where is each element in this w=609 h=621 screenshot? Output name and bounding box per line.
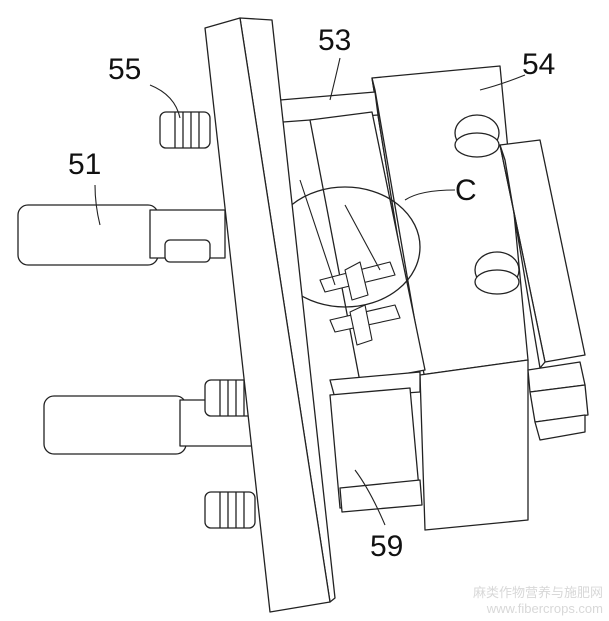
watermark-line2: www.fibercrops.com: [486, 600, 603, 616]
label-53: 53: [318, 24, 352, 57]
label-54: 54: [522, 48, 556, 81]
label-c: C: [455, 174, 477, 207]
leader-lines: [94, 57, 526, 526]
linkage: [299, 179, 401, 346]
label-59: 59: [370, 530, 404, 563]
springs-55: [159, 111, 256, 529]
label-51: 51: [68, 148, 102, 181]
watermark-line1: 麻类作物营养与施肥网: [472, 585, 603, 600]
block-54: [371, 65, 589, 531]
watermark: 麻类作物营养与施肥网 www.fibercrops.com: [473, 585, 603, 616]
left-plate: [204, 17, 336, 613]
label-55: 55: [108, 53, 142, 86]
